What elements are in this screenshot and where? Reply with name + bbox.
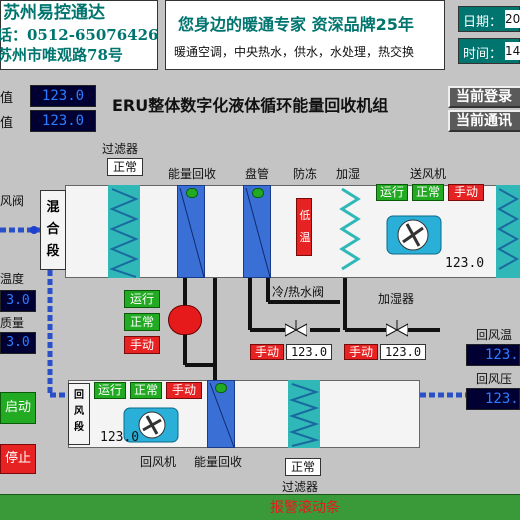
cw-valve-label: 冷/热水阀: [272, 285, 325, 299]
supply-fan-label: 送风机: [410, 167, 447, 181]
coil-label: 盘管: [245, 167, 270, 181]
supply-filter: [496, 185, 520, 278]
current-login-button[interactable]: 当前登录: [448, 86, 520, 108]
supply-fan-manual[interactable]: 手动: [448, 184, 484, 201]
return-filter-status: 正常: [285, 458, 321, 476]
return-fan-label: 回风机: [140, 455, 177, 469]
humidifier-value: 123.0: [380, 344, 426, 360]
mix-section: 混合段: [40, 190, 66, 270]
company-card: 苏州易控通达 话：0512-65076426 苏州市唯观路78号: [0, 0, 158, 70]
top-value-label: 值: [0, 91, 14, 106]
current-comm-button[interactable]: 当前通讯: [448, 110, 520, 132]
time-value: 14: [505, 42, 520, 60]
coil: [243, 185, 271, 278]
return-filter-label: 过滤器: [282, 480, 319, 494]
humidify-section: [338, 185, 362, 278]
damper-indicator: [30, 226, 38, 234]
low-temp-text: 低温: [299, 209, 311, 244]
company-name: 苏州易控通达: [3, 3, 105, 23]
date-value: 20: [505, 10, 520, 28]
supply-fan-icon: [385, 208, 445, 262]
supply-fan-run[interactable]: 运行: [376, 184, 408, 201]
humidifier-label: 加湿器: [378, 292, 415, 306]
return-fan-manual[interactable]: 手动: [166, 382, 202, 399]
return-section-label: 回风段: [74, 390, 84, 433]
company-address: 苏州市唯观路78号: [0, 46, 123, 64]
return-fan-normal[interactable]: 正常: [130, 382, 162, 399]
supply-fan-value: 123.0: [445, 256, 485, 271]
fresh-damper-label: 风阀: [0, 194, 25, 208]
mix-section-label: 混合段: [46, 200, 60, 259]
humidifier-manual[interactable]: 手动: [344, 344, 378, 360]
recovery-pump-icon: [168, 305, 202, 335]
return-section: 回风段: [68, 383, 90, 445]
filter-media: [108, 185, 140, 278]
time-label: 时间：: [463, 47, 503, 62]
temp-value: 3.0: [0, 290, 36, 312]
energy-recovery-label: 能量回收: [168, 167, 217, 181]
return-temp-value: 123.: [466, 344, 520, 366]
stop-button[interactable]: 停止: [0, 444, 36, 474]
top-value-display: 123.0: [30, 110, 96, 132]
cw-valve-manual[interactable]: 手动: [250, 344, 284, 360]
services-text: 暖通空调，中央热水，供水，水处理，热交换: [174, 45, 415, 59]
quality-value: 3.0: [0, 332, 36, 354]
return-press-label: 回风压: [476, 372, 513, 386]
lower-recovery-indicator: [215, 383, 227, 393]
energy-recovery-indicator: [186, 188, 198, 198]
filter-label: 过滤器: [102, 142, 139, 156]
pump-normal[interactable]: 正常: [124, 313, 160, 331]
unit-title: ERU整体数字化液体循环能量回收机组: [112, 96, 389, 115]
filter-zigzag: [109, 188, 139, 278]
return-filter-media: [288, 380, 320, 448]
cw-valve-icon: [284, 320, 308, 340]
alarm-scroll-bar: 报警滚动条: [0, 494, 520, 520]
lower-recovery-label: 能量回收: [194, 455, 243, 469]
slogan: 您身边的暖通专家 资深品牌25年: [178, 15, 414, 34]
supply-fan-normal[interactable]: 正常: [412, 184, 444, 201]
date-label: 日期：: [463, 15, 503, 30]
return-press-value: 123.: [466, 388, 520, 410]
supply-air-unit: [65, 185, 520, 278]
antifreeze-label: 防冻: [293, 167, 318, 181]
low-temp-alarm: 低温: [296, 198, 312, 256]
slogan-card: 您身边的暖通专家 资深品牌25年 暖通空调，中央热水，供水，水处理，热交换: [165, 0, 445, 70]
return-fan-run[interactable]: 运行: [94, 382, 126, 399]
pump-manual[interactable]: 手动: [124, 336, 160, 354]
company-phone: 话：0512-65076426: [0, 26, 159, 44]
top-value-display: 123.0: [30, 85, 96, 107]
time-box: 时间： 14: [458, 38, 520, 64]
quality-label: 质量: [0, 316, 25, 330]
humidifier-valve-icon: [385, 320, 409, 340]
return-fan-icon: [122, 402, 180, 446]
date-box: 日期： 20: [458, 6, 520, 32]
top-value-row-1: 值 123.0: [0, 85, 100, 107]
return-fan-value: 123.0: [100, 430, 140, 445]
filter-status: 正常: [107, 158, 143, 176]
top-value-row-2: 值 123.0: [0, 110, 100, 132]
humidify-label: 加湿: [336, 167, 361, 181]
temp-label: 温度: [0, 272, 25, 286]
energy-recovery-coil: [177, 185, 205, 278]
coil-indicator: [252, 188, 264, 198]
start-button[interactable]: 启动: [0, 392, 36, 424]
top-value-label: 值: [0, 116, 14, 131]
pump-run[interactable]: 运行: [124, 290, 160, 308]
alarm-text: 报警滚动条: [270, 500, 340, 516]
return-temp-label: 回风温: [476, 328, 513, 342]
datetime-panel: 日期： 20 时间： 14: [452, 0, 520, 70]
cw-valve-value: 123.0: [286, 344, 332, 360]
